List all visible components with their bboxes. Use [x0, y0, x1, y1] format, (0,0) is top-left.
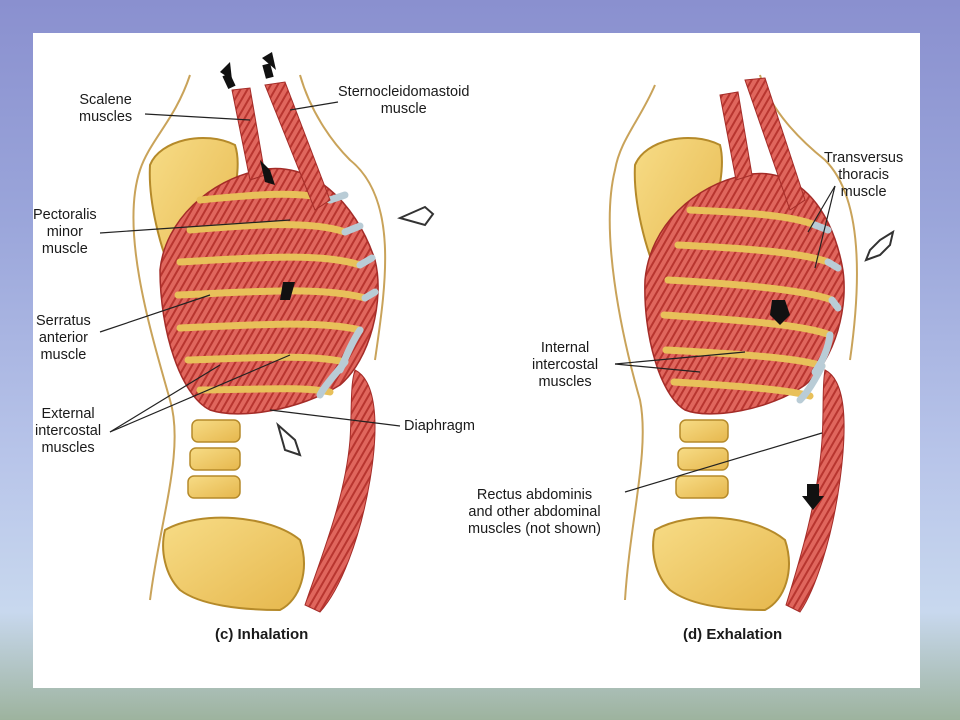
label-diaphragm: Diaphragm	[404, 418, 475, 434]
outline-arrow-icon	[864, 229, 895, 262]
label-internal-intercostal-muscles: Internal intercostal muscles	[532, 340, 599, 390]
movement-arrows-right	[770, 229, 895, 510]
caption-exhalation: (d) Exhalation	[683, 626, 783, 643]
arrow-up-icon	[280, 282, 295, 300]
arrow-up-icon	[262, 52, 276, 70]
label-scalene-muscles: Scalene muscles	[79, 92, 133, 125]
label-sternocleidomastoid-muscle: Sternocleidomastoid muscle	[338, 84, 470, 117]
body-outline-left	[132, 74, 387, 601]
leader-lines-right	[614, 185, 836, 493]
label-rectus-abdominis-muscles: Rectus abdominis and other abdominal mus…	[468, 487, 601, 537]
pelvis-left	[162, 516, 305, 612]
arrow-down-icon	[770, 300, 790, 325]
inhalation-figure	[99, 52, 435, 613]
label-external-intercostal-muscles: External intercostal muscles	[35, 406, 102, 456]
sternocleidomastoid-left	[264, 81, 331, 211]
body-outline-right	[608, 74, 859, 601]
costal-cartilage-right	[796, 221, 842, 404]
label-serratus-anterior-muscle: Serratus anterior muscle	[36, 313, 91, 363]
pelvis-right	[652, 516, 790, 612]
label-pectoralis-minor-muscle: Pectoralis minor muscle	[33, 207, 97, 257]
caption-inhalation: (c) Inhalation	[215, 626, 309, 643]
rectus-abdominis-left	[304, 369, 376, 613]
outline-arrow-icon	[397, 205, 435, 227]
spine-left	[187, 419, 241, 499]
arrow-up-icon	[260, 160, 275, 185]
rectus-abdominis-right	[785, 369, 845, 613]
spine-right	[675, 419, 729, 499]
exhalation-figure	[608, 74, 895, 613]
arrow-up-icon	[262, 63, 274, 79]
arrow-up-icon	[222, 72, 236, 90]
scalene-muscles-right	[719, 91, 753, 181]
costal-cartilage-left	[316, 191, 379, 399]
sternocleidomastoid-right	[744, 77, 806, 211]
outline-arrow-icon	[276, 422, 302, 457]
label-transversus-thoracis-muscle: Transversus thoracis muscle	[824, 150, 904, 200]
movement-arrows-left	[220, 52, 435, 457]
arrow-down-icon	[802, 484, 824, 510]
leader-lines-left	[99, 101, 401, 433]
